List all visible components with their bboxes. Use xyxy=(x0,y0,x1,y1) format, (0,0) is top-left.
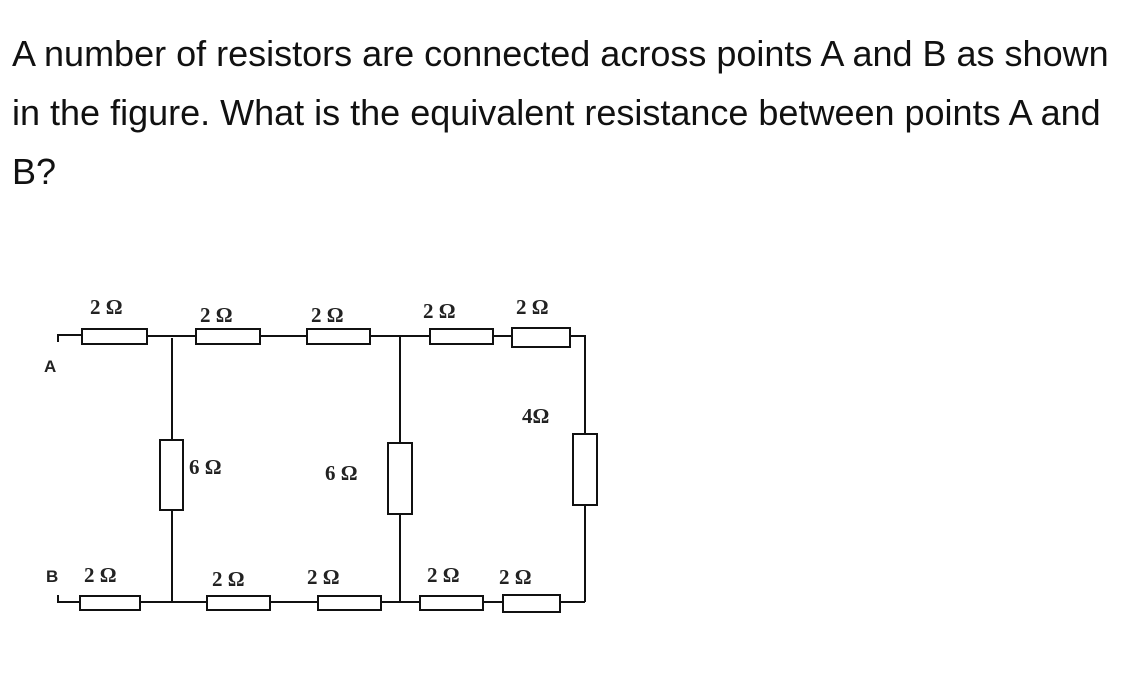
resistor-top-2 xyxy=(195,328,261,345)
resistor-vertical-2 xyxy=(387,442,413,515)
resistor-bottom-4-label: 2 Ω xyxy=(427,563,460,587)
resistor-bottom-3 xyxy=(317,595,382,611)
resistor-top-1-label: 2 Ω xyxy=(90,295,123,319)
node-a-label: A xyxy=(44,357,56,376)
resistor-bottom-5-label: 2 Ω xyxy=(499,565,532,589)
resistor-top-5-label: 2 Ω xyxy=(516,295,549,319)
resistor-vertical-3-label: 4Ω xyxy=(522,404,549,428)
resistor-bottom-1 xyxy=(79,595,141,611)
resistor-bottom-4 xyxy=(419,595,484,611)
question-text: A number of resistors are connected acro… xyxy=(12,33,1109,192)
top-rail xyxy=(57,334,586,434)
resistor-top-4 xyxy=(429,328,494,345)
resistor-top-5 xyxy=(511,327,571,348)
resistor-vertical-1-label: 6 Ω xyxy=(189,455,222,479)
resistor-top-1 xyxy=(81,328,148,345)
resistor-top-3 xyxy=(306,328,371,345)
node-b-label: B xyxy=(46,567,58,586)
resistor-vertical-3 xyxy=(572,433,598,506)
resistor-bottom-2 xyxy=(206,595,271,611)
resistor-bottom-3-label: 2 Ω xyxy=(307,565,340,589)
resistor-bottom-1-label: 2 Ω xyxy=(84,563,117,587)
resistor-bottom-2-label: 2 Ω xyxy=(212,567,245,591)
bottom-rail xyxy=(57,595,585,603)
vertical-branch-1 xyxy=(159,338,184,602)
vertical-branch-2 xyxy=(387,336,413,602)
resistor-vertical-2-label: 6 Ω xyxy=(325,461,358,485)
resistor-top-4-label: 2 Ω xyxy=(423,299,456,323)
resistor-top-2-label: 2 Ω xyxy=(200,303,233,327)
resistor-vertical-1 xyxy=(159,439,184,511)
vertical-branch-3 xyxy=(572,433,598,602)
resistor-bottom-5 xyxy=(502,594,561,613)
resistor-top-3-label: 2 Ω xyxy=(311,303,344,327)
